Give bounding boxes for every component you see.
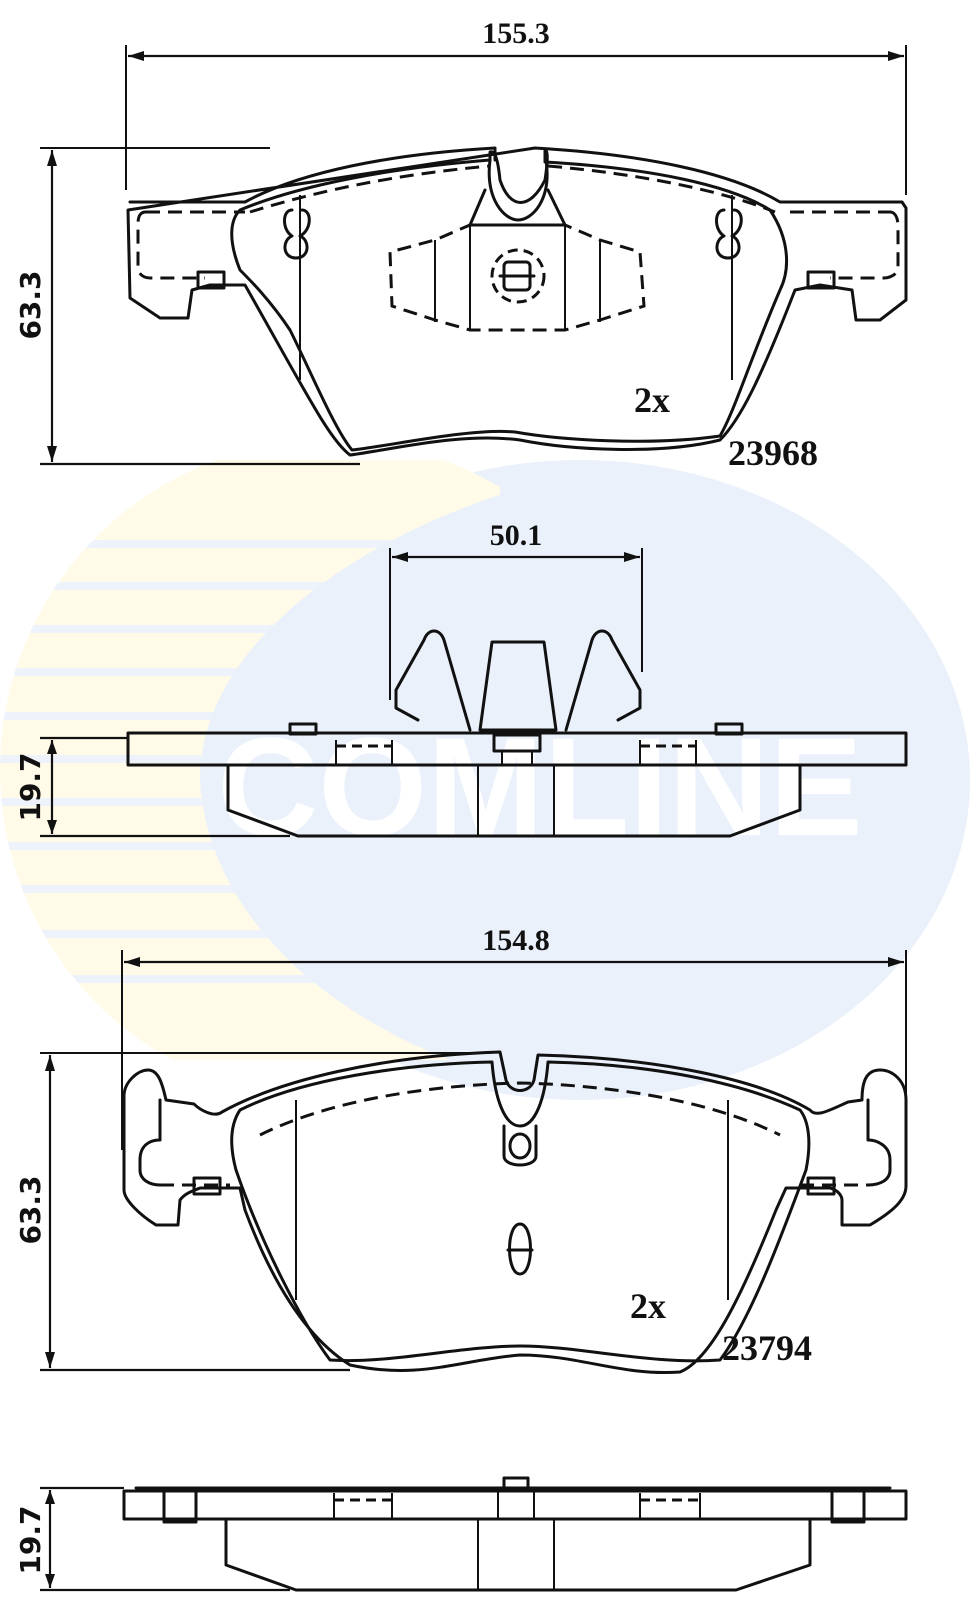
friction-block	[224, 1517, 812, 1592]
height-dimension: 63.3	[14, 147, 360, 466]
spring-clip-right	[564, 629, 642, 732]
clip-tab-right	[806, 270, 836, 290]
lower-pad-side-view: 19.7	[14, 1476, 908, 1592]
backing-plate	[122, 1489, 908, 1521]
width-label: 155.3	[482, 17, 550, 50]
clip-tab-right	[806, 1176, 836, 1196]
slot-icon	[506, 1222, 534, 1276]
part-number-label: 23794	[722, 1328, 812, 1368]
upper-pad-side-view: 50.1 19.7	[14, 519, 908, 838]
backing-plate	[126, 731, 908, 767]
quantity-label: 2x	[634, 380, 670, 420]
width-label: 154.8	[482, 924, 550, 957]
width-dimension: 155.3	[125, 17, 907, 195]
thickness-label: 19.7	[14, 752, 47, 821]
height-label: 63.3	[14, 1175, 47, 1244]
friction-block	[226, 763, 802, 838]
part-number-label: 23968	[728, 433, 818, 473]
clip-tab-left	[196, 270, 226, 290]
quantity-label: 2x	[630, 1286, 666, 1326]
spring-clip-left	[394, 629, 472, 732]
clip-tab-left	[192, 1176, 222, 1196]
height-label: 63.3	[14, 270, 47, 339]
clip-width-label: 50.1	[490, 519, 543, 552]
lower-pad-front-view: 154.8 63.3 2x 23794	[14, 924, 908, 1374]
thickness-label: 19.7	[14, 1505, 47, 1574]
slot-right	[715, 208, 743, 260]
upper-pad-front-view: 155.3 63.3	[14, 17, 908, 473]
slot-left	[283, 208, 311, 260]
